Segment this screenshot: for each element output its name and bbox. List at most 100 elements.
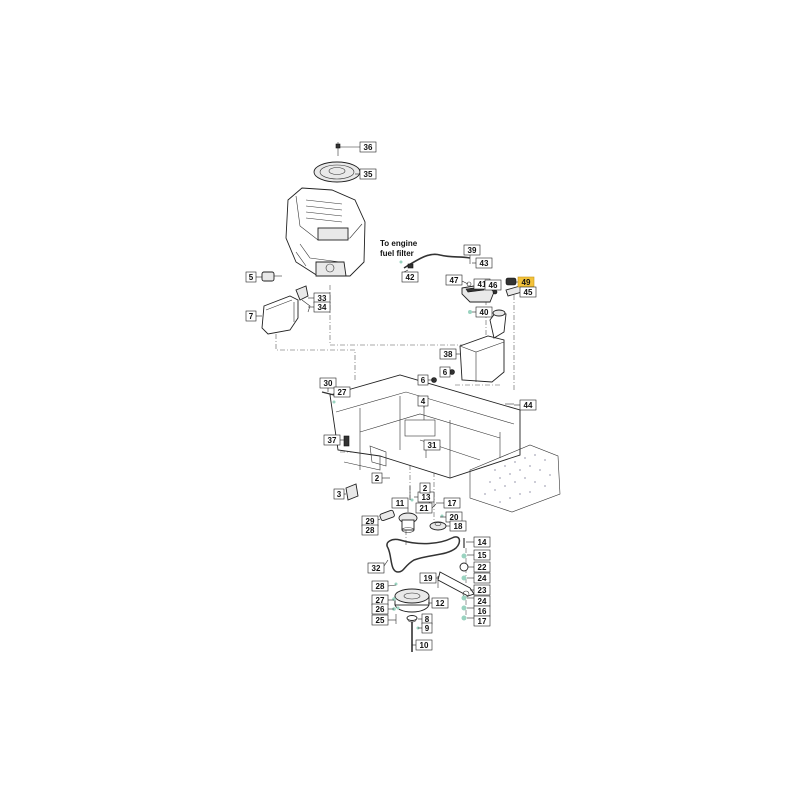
svg-text:18: 18 <box>454 522 463 531</box>
callout-43[interactable]: 43 <box>475 257 493 269</box>
callout-30[interactable]: 30 <box>319 377 337 389</box>
svg-text:27: 27 <box>338 388 347 397</box>
svg-text:4: 4 <box>421 397 426 406</box>
svg-text:10: 10 <box>420 641 429 650</box>
clutch-pulley-12 <box>394 582 430 652</box>
callout-26[interactable]: 26 <box>371 603 389 615</box>
callout-18[interactable]: 18 <box>449 520 467 532</box>
callout-47[interactable]: 47 <box>445 274 463 286</box>
callout-35[interactable]: 35 <box>359 168 377 180</box>
callout-38[interactable]: 38 <box>439 348 457 360</box>
svg-text:43: 43 <box>480 259 489 268</box>
engine-assembly <box>285 142 366 277</box>
callout-28-upper[interactable]: 28 <box>361 524 379 536</box>
svg-text:46: 46 <box>489 281 498 290</box>
callout-27-lower[interactable]: 27 <box>371 594 389 606</box>
svg-text:7: 7 <box>249 312 254 321</box>
callout-46[interactable]: 46 <box>484 279 502 291</box>
callout-39[interactable]: 39 <box>463 244 481 256</box>
callout-45[interactable]: 45 <box>519 286 537 298</box>
callout-24-lower[interactable]: 24 <box>473 595 491 607</box>
svg-text:15: 15 <box>478 551 487 560</box>
callout-16[interactable]: 16 <box>473 605 491 617</box>
callout-31[interactable]: 31 <box>423 439 441 451</box>
callout-21[interactable]: 21 <box>415 502 433 514</box>
callout-15[interactable]: 15 <box>473 549 491 561</box>
svg-text:24: 24 <box>478 597 487 606</box>
callout-29[interactable]: 29 <box>361 515 379 527</box>
svg-text:42: 42 <box>406 273 415 282</box>
svg-text:23: 23 <box>478 586 487 595</box>
callout-6-upper[interactable]: 6 <box>417 374 429 386</box>
callout-17-lower[interactable]: 17 <box>473 615 491 627</box>
svg-text:2: 2 <box>375 474 380 483</box>
callout-25[interactable]: 25 <box>371 614 389 626</box>
callout-42[interactable]: 42 <box>401 271 419 283</box>
callout-9[interactable]: 9 <box>421 622 433 634</box>
svg-text:29: 29 <box>366 517 375 526</box>
callout-2-upper[interactable]: 2 <box>371 472 383 484</box>
callout-5[interactable]: 5 <box>245 271 257 283</box>
svg-text:19: 19 <box>424 574 433 583</box>
callout-37[interactable]: 37 <box>323 434 341 446</box>
callout-17-upper[interactable]: 17 <box>443 497 461 509</box>
svg-text:17: 17 <box>448 499 457 508</box>
callout-6-lower[interactable]: 6 <box>439 366 451 378</box>
callout-7[interactable]: 7 <box>245 310 257 322</box>
note-line-1: To engine <box>380 239 418 248</box>
callout-3[interactable]: 3 <box>333 488 345 500</box>
callout-2-lower[interactable]: 2 <box>419 482 431 494</box>
svg-text:44: 44 <box>524 401 533 410</box>
part-29 <box>379 509 395 522</box>
svg-text:38: 38 <box>444 350 453 359</box>
arm-23 <box>437 571 475 598</box>
svg-text:16: 16 <box>478 607 487 616</box>
svg-text:9: 9 <box>425 624 430 633</box>
callout-13[interactable]: 13 <box>417 491 435 503</box>
svg-text:21: 21 <box>420 504 429 513</box>
svg-text:47: 47 <box>450 276 459 285</box>
callout-36[interactable]: 36 <box>359 141 377 153</box>
callout-34[interactable]: 34 <box>313 301 331 313</box>
callout-22[interactable]: 22 <box>473 561 491 573</box>
svg-text:20: 20 <box>450 513 459 522</box>
chassis-frame <box>329 374 521 479</box>
pulley-11 <box>398 486 418 533</box>
note-line-2: fuel filter <box>380 249 414 258</box>
svg-text:28: 28 <box>366 526 375 535</box>
muffler <box>261 285 311 335</box>
callout-33[interactable]: 33 <box>313 292 331 304</box>
callout-23[interactable]: 23 <box>473 584 491 596</box>
svg-text:45: 45 <box>524 288 533 297</box>
callout-32[interactable]: 32 <box>367 562 385 574</box>
svg-text:28: 28 <box>376 582 385 591</box>
callout-44[interactable]: 44 <box>519 399 537 411</box>
callout-24-upper[interactable]: 24 <box>473 572 491 584</box>
svg-text:24: 24 <box>478 574 487 583</box>
svg-text:34: 34 <box>318 303 327 312</box>
callout-20[interactable]: 20 <box>445 511 463 523</box>
svg-text:22: 22 <box>478 563 487 572</box>
callout-14[interactable]: 14 <box>473 536 491 548</box>
callout-19[interactable]: 19 <box>419 572 437 584</box>
callout-12[interactable]: 12 <box>431 597 449 609</box>
svg-text:39: 39 <box>468 246 477 255</box>
callout-49-highlighted[interactable]: 49 <box>517 276 535 288</box>
drive-belt <box>386 536 461 573</box>
callout-40[interactable]: 40 <box>475 306 493 318</box>
svg-text:26: 26 <box>376 605 385 614</box>
part-5 <box>261 271 282 282</box>
idler-pulley-18 <box>425 499 447 531</box>
callout-10[interactable]: 10 <box>415 639 433 651</box>
svg-text:11: 11 <box>396 499 405 508</box>
callout-11[interactable]: 11 <box>391 497 409 509</box>
callout-28-lower[interactable]: 28 <box>371 580 389 592</box>
callout-4[interactable]: 4 <box>417 395 429 407</box>
callouts: 36 35 5 33 34 7 To engine fuel filter 39… <box>245 141 537 651</box>
svg-text:40: 40 <box>480 308 489 317</box>
svg-text:3: 3 <box>337 490 342 499</box>
callout-8[interactable]: 8 <box>421 613 433 625</box>
callout-27-upper[interactable]: 27 <box>333 386 351 398</box>
part-3 <box>345 483 359 501</box>
